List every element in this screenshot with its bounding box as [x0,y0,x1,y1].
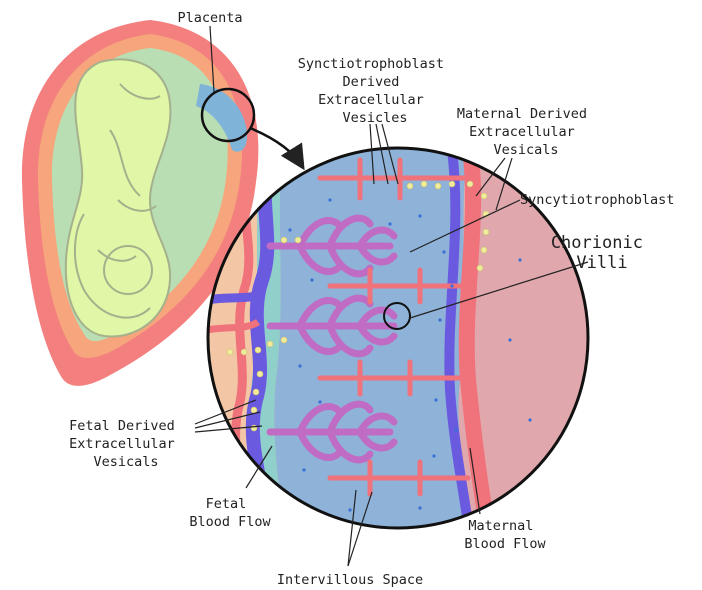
label-fetal-derived-ev: Fetal Derived Extracellular Vesicals [69,418,183,470]
label-intervillous-space: Intervillous Space [277,572,423,588]
label-fetal-blood-flow: Fetal Blood Flow [189,496,271,530]
label-maternal-blood-flow: Maternal Blood Flow [464,518,546,552]
label-stb-derived-ev: Synctiotrophoblast Derived Extracellular… [298,56,452,126]
label-syncytiotrophoblast: Syncytiotrophoblast [520,192,674,208]
label-placenta: Placenta [177,10,242,26]
label-maternal-derived-ev: Maternal Derived Extracellular Vesicals [457,106,595,158]
